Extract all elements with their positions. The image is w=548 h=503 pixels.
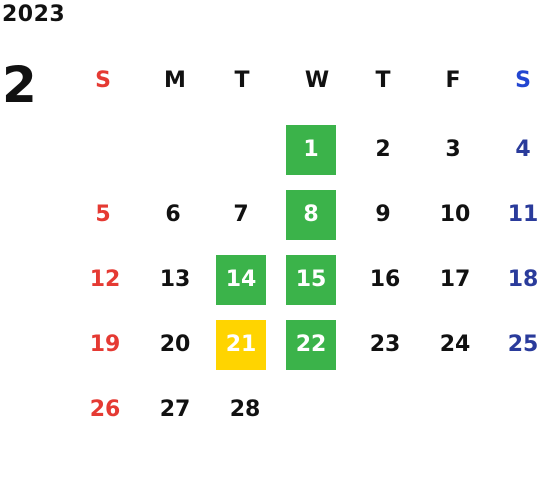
- day-10[interactable]: 10: [439, 202, 471, 227]
- day-26[interactable]: 26: [89, 397, 121, 422]
- day-14[interactable]: 14: [216, 255, 266, 305]
- day-20[interactable]: 20: [159, 332, 191, 357]
- weekday-saturday: S: [515, 68, 531, 93]
- weekday-monday: M: [164, 68, 186, 93]
- day-19[interactable]: 19: [89, 332, 121, 357]
- day-28[interactable]: 28: [229, 397, 261, 422]
- day-1[interactable]: 1: [286, 125, 336, 175]
- weekday-wednesday: W: [304, 68, 330, 93]
- day-15[interactable]: 15: [286, 255, 336, 305]
- weekday-friday: F: [445, 68, 461, 93]
- day-25[interactable]: 25: [507, 332, 539, 357]
- day-6[interactable]: 6: [165, 202, 181, 227]
- day-4[interactable]: 4: [515, 137, 531, 162]
- day-21[interactable]: 21: [216, 320, 266, 370]
- day-27[interactable]: 27: [159, 397, 191, 422]
- day-9[interactable]: 9: [375, 202, 391, 227]
- year-label: 2023: [2, 2, 66, 27]
- day-7[interactable]: 7: [233, 202, 249, 227]
- day-5[interactable]: 5: [95, 202, 111, 227]
- weekday-tuesday: T: [234, 68, 250, 93]
- day-11[interactable]: 11: [507, 202, 539, 227]
- day-8[interactable]: 8: [286, 190, 336, 240]
- day-16[interactable]: 16: [369, 267, 401, 292]
- weekday-sunday: S: [95, 68, 111, 93]
- day-13[interactable]: 13: [159, 267, 191, 292]
- day-12[interactable]: 12: [89, 267, 121, 292]
- day-2[interactable]: 2: [375, 137, 391, 162]
- day-18[interactable]: 18: [507, 267, 539, 292]
- weekday-thursday: T: [375, 68, 391, 93]
- day-17[interactable]: 17: [439, 267, 471, 292]
- day-3[interactable]: 3: [445, 137, 461, 162]
- day-22[interactable]: 22: [286, 320, 336, 370]
- month-number: 2: [2, 56, 37, 114]
- day-23[interactable]: 23: [369, 332, 401, 357]
- day-24[interactable]: 24: [439, 332, 471, 357]
